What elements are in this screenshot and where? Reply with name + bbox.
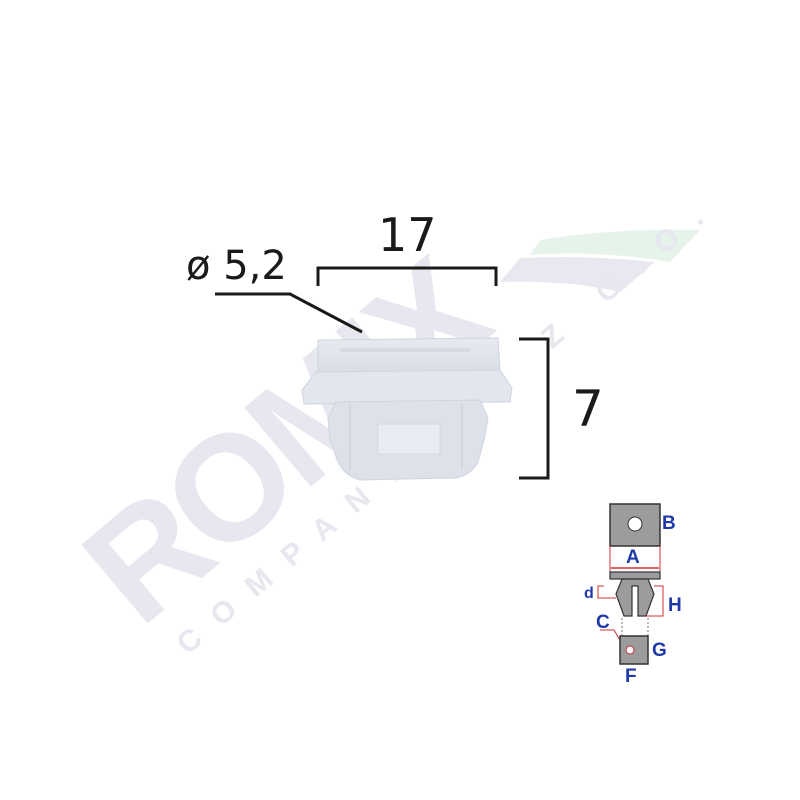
legend-label-g: G	[652, 640, 667, 661]
width-bracket	[316, 266, 498, 286]
legend-label-c: C	[596, 612, 610, 633]
width-label: 17	[378, 208, 437, 262]
height-label: 7	[572, 380, 604, 438]
legend-label-a: A	[626, 547, 640, 568]
legend-label-d: d	[584, 585, 594, 602]
legend-label-b: B	[662, 513, 676, 534]
legend-label-h: H	[668, 595, 682, 616]
clip-legend-diagram	[597, 503, 664, 665]
diameter-label: ø 5,2	[186, 243, 287, 289]
legend-label-f: F	[625, 666, 637, 687]
height-bracket	[519, 337, 550, 480]
diameter-leader	[215, 292, 363, 334]
